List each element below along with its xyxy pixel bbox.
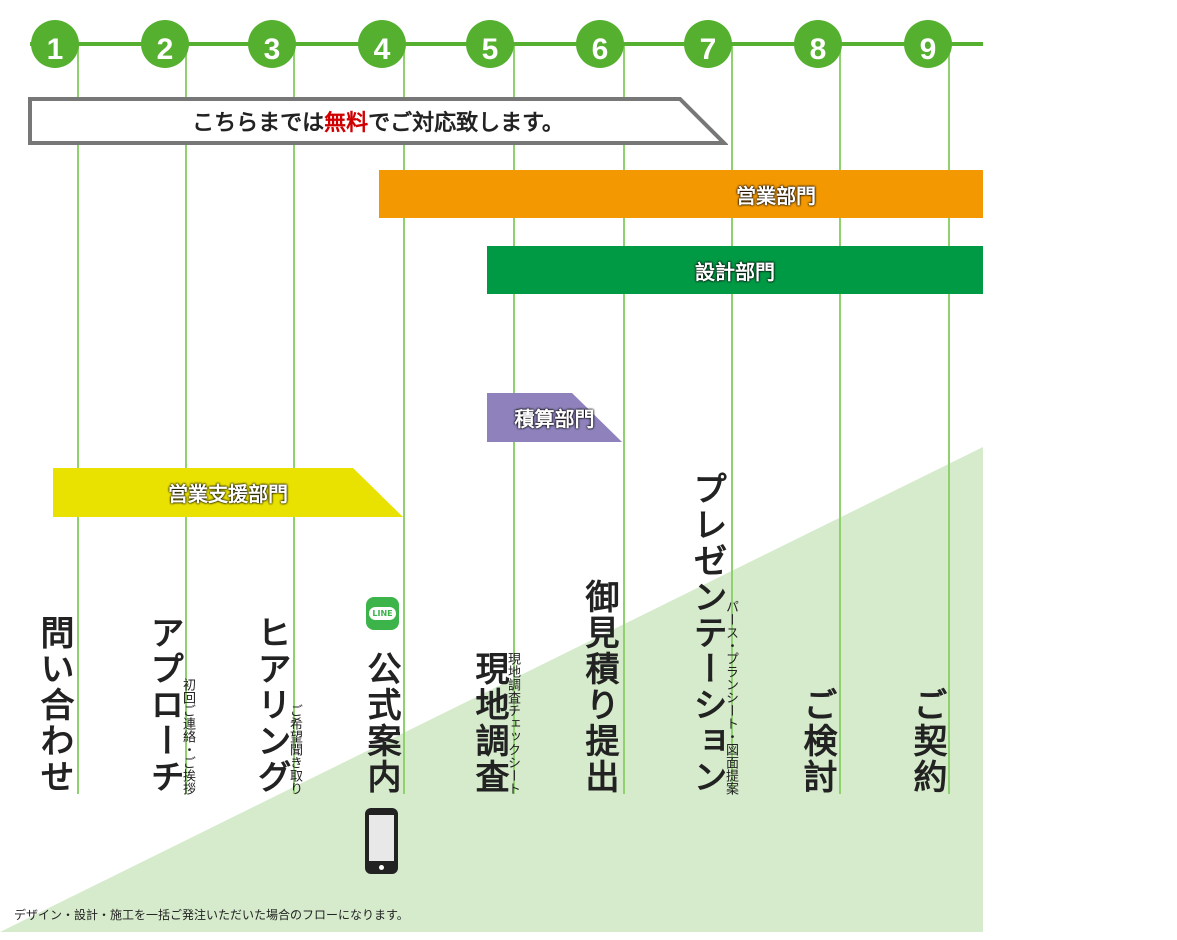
step-divider [185,46,187,794]
estimate-department-bar: 積算部門 [487,393,622,442]
smartphone-icon [365,808,398,874]
step-divider [623,46,625,794]
step-number-1: 1 [31,20,79,68]
step-number-3: 3 [248,20,296,68]
footnote: デザイン・設計・施工を一括ご発注いただいた場合のフローになります。 [14,908,409,922]
step-label: 問い合わせ [34,615,74,795]
step-label: 現地調査 [469,651,509,795]
free-highlight: 無料 [324,111,369,136]
step-label: 御見積り提出 [579,579,619,795]
step-sublabel: パース・プランシート・図面提案 [723,600,738,795]
step-label: アプローチ [144,615,184,795]
step-divider [731,46,733,794]
step-label: ご検討 [797,687,837,795]
step-number-4: 4 [358,20,406,68]
step-number-2: 2 [141,20,189,68]
design-department-bar: 設計部門 [487,246,983,294]
sales-department-bar: 営業部門 [379,170,983,218]
step-number-6: 6 [576,20,624,68]
step-divider [403,46,405,794]
step-label: プレゼンテーション [687,471,727,795]
step-divider [948,46,950,794]
step-label: ご契約 [907,687,947,795]
step-number-7: 7 [684,20,732,68]
step-number-9: 9 [904,20,952,68]
step-sublabel: ご希望聞き取り [287,704,302,795]
step-number-5: 5 [466,20,514,68]
step-divider [839,46,841,794]
free-text: こちらまでは [192,111,325,136]
sales-support-department-bar: 営業支援部門 [53,468,403,517]
step-divider [293,46,295,794]
step-divider [77,46,79,794]
step-label: 公式案内 [361,651,401,795]
free-banner: こちらまでは無料でご対応致します。 [28,97,728,145]
step-sublabel: 現地調査チェックシート [505,652,520,795]
line-app-icon: LINE [366,597,399,630]
step-sublabel: 初回ご連絡・ご挨拶 [180,678,195,795]
free-text-after: でご対応致します。 [368,111,564,136]
step-number-8: 8 [794,20,842,68]
step-label: ヒアリング [251,615,291,795]
